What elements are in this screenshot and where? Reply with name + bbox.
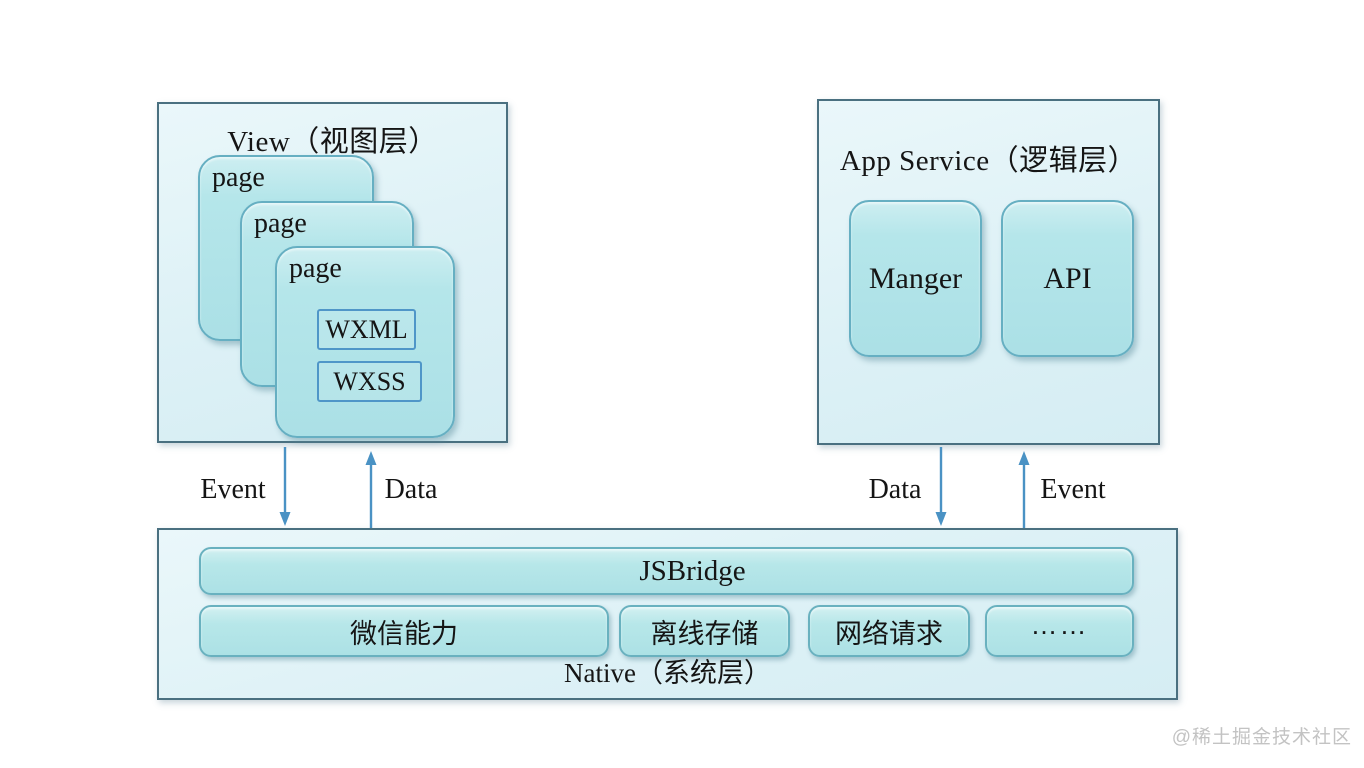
view-layer-title: View（视图层） [227, 126, 438, 158]
data-down-arrow-right [935, 447, 947, 526]
capability-label: 离线存储 [650, 618, 759, 649]
api-module-card: API [1001, 200, 1134, 357]
page-label: page [212, 162, 265, 193]
page-label: page [254, 208, 307, 239]
page-card-front: page WXML WXSS [275, 246, 455, 438]
data-label-right: Data [868, 474, 922, 505]
data-up-arrow-left [365, 451, 377, 528]
capability-label: …… [1030, 609, 1089, 640]
wxss-box: WXSS [317, 361, 422, 402]
wxml-box: WXML [317, 309, 416, 350]
event-label-right: Event [1040, 474, 1106, 505]
jsbridge-label: JSBridge [639, 554, 746, 587]
capability-label: 网络请求 [835, 618, 943, 649]
event-up-arrow-right [1018, 451, 1030, 528]
capability-label: 微信能力 [350, 618, 458, 649]
wxss-label: WXSS [333, 366, 406, 396]
capability-wechat-ability: 微信能力 [199, 605, 609, 657]
event-down-arrow-left [279, 447, 291, 526]
wxml-label: WXML [325, 314, 408, 344]
capability-offline-storage: 离线存储 [619, 605, 790, 657]
page-label: page [289, 253, 342, 284]
manger-module-card: Manger [849, 200, 982, 357]
capability-network-request: 网络请求 [808, 605, 970, 657]
native-layer-title: Native（系统层） [564, 658, 771, 688]
app-service-panel: App Service（逻辑层） Manger API [817, 99, 1160, 445]
app-service-title: App Service（逻辑层） [839, 145, 1138, 177]
watermark: @稀土掘金技术社区 [1171, 727, 1352, 748]
native-layer-panel: JSBridge 微信能力 离线存储 网络请求 …… Native（系统层） [157, 528, 1178, 700]
api-label: API [1043, 261, 1092, 295]
event-label-left: Event [200, 474, 266, 505]
data-label-left: Data [384, 474, 438, 505]
jsbridge-bar: JSBridge [199, 547, 1134, 595]
manger-label: Manger [868, 261, 963, 295]
view-layer-panel: View（视图层） page page page WXML WXSS [157, 102, 508, 443]
capability-more-ellipsis: …… [985, 605, 1134, 657]
